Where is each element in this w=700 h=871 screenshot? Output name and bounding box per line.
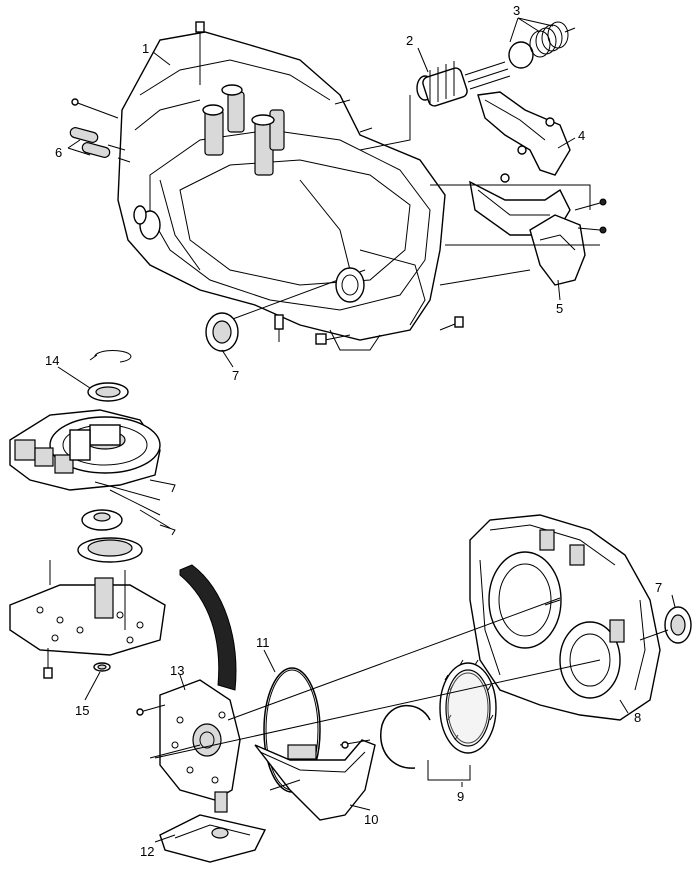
- callout-4: 4: [578, 128, 585, 143]
- washer-15: [93, 662, 111, 672]
- brake-band: [254, 739, 376, 821]
- callout-8: 8: [634, 710, 641, 725]
- callout-11: 11: [256, 635, 270, 650]
- valve-body-plate: [9, 560, 166, 679]
- case-bolts: [71, 98, 464, 345]
- callout-2: 2: [406, 33, 413, 48]
- callout-7-top: 7: [232, 368, 239, 383]
- snap-ring-9: [380, 704, 431, 769]
- axis-lines-bottom: [154, 597, 669, 759]
- callout-14: 14: [45, 353, 59, 368]
- pump-gears: [77, 509, 176, 563]
- oil-filter: [159, 814, 267, 863]
- callout-3: 3: [513, 3, 520, 18]
- snap-ring-14: [87, 349, 132, 402]
- callout-7-right: 7: [655, 580, 662, 595]
- accumulator-springs: [508, 21, 576, 69]
- callout-labels: 1 2 3 4 5 6 7 7 8 9 10 11 12 13 14 15: [45, 3, 662, 859]
- dowel-pins: [69, 127, 131, 163]
- callout-5: 5: [556, 301, 563, 316]
- callout-6: 6: [55, 145, 62, 160]
- transaxle-housing: [469, 514, 661, 721]
- pump-cover: [136, 679, 241, 813]
- bracket-5: [529, 198, 607, 286]
- torque-converter-arrow: [179, 564, 237, 691]
- callout-13: 13: [170, 663, 184, 678]
- callout-15: 15: [75, 703, 89, 718]
- bracket-cover: [469, 91, 571, 236]
- axle-seal-right: [664, 606, 692, 644]
- callout-12: 12: [140, 844, 154, 859]
- callout-9: 9: [457, 789, 464, 804]
- pump-assembly: [9, 409, 176, 516]
- transmission-case: [117, 21, 446, 351]
- callout-1: 1: [142, 41, 149, 56]
- clutch-drum: [439, 659, 497, 754]
- callout-10: 10: [364, 812, 378, 827]
- accumulator-piston: [416, 61, 511, 107]
- axle-seal-top: [205, 267, 365, 352]
- leader-lines: [57, 17, 676, 843]
